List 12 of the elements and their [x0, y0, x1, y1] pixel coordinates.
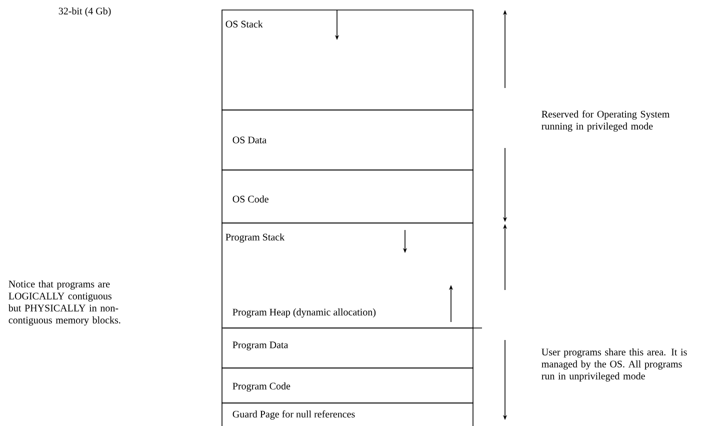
memory-segment: OS Code	[222, 170, 474, 224]
note-text: Reserved for Operating System running in privileged mode	[542, 110, 670, 132]
memory-segment: Program Code	[222, 368, 474, 404]
memory-segment: Program Stack	[222, 222, 474, 280]
memory-segment: Guard Page for null references	[222, 402, 474, 426]
note-text: Notice that programs are LOGICALLY contiguous but PHYSICALLY in non-contiguous memory blocks.	[8, 280, 120, 326]
note-text: User programs share this area. It is managed by the OS. All programs run in unprivileged mode	[542, 348, 687, 382]
memory-segment: Program Data	[222, 328, 474, 368]
memory-segment: OS Stack	[222, 10, 474, 110]
memory-segment: OS Data	[222, 110, 474, 170]
note-text: 32-bit (4 Gb)	[58, 7, 111, 16]
memory-segment: Program Heap (dynamic allocation)	[222, 280, 482, 328]
